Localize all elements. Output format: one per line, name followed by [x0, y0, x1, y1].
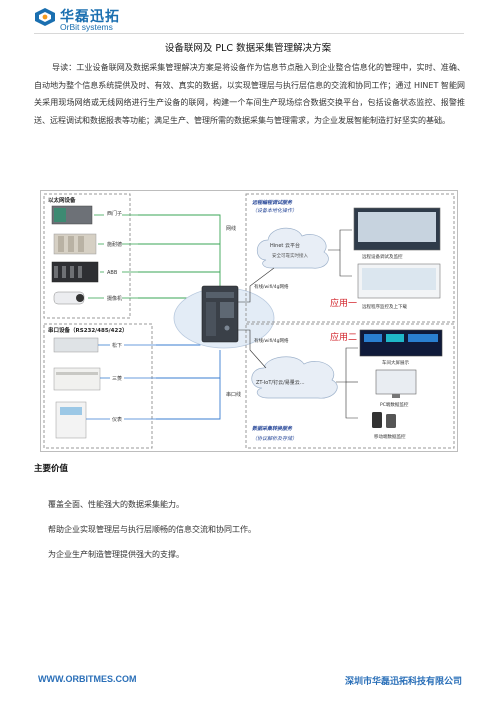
architecture-diagram: 以太网设备 西门子 施耐德 ABB 摄像机 串口设备（RS232/485/422… — [40, 190, 458, 452]
footer-company-name: 深圳市华磊迅拓科技有限公司 — [344, 677, 462, 687]
cloud1-subtitle: 安全可靠实时接入 — [272, 252, 308, 259]
bottom-network-label: 有线/wifi/4g网络 — [254, 337, 289, 344]
data-cloud-icon — [251, 356, 338, 399]
cloud2-name: ZT-IoT/钉云/易量云... — [256, 379, 305, 386]
intro-paragraph: 导读：工业设备联网及数据采集管理解决方案是将设备作为信息节点融入到企业整合信息化… — [34, 63, 465, 125]
device-label-siemens: 西门子 — [107, 210, 122, 217]
list-item: 覆盖全面、性能强大的数据采集能力。 — [48, 500, 184, 509]
device-label-schneider: 施耐德 — [107, 241, 122, 248]
workshop-screen — [359, 329, 443, 357]
header-divider — [34, 33, 464, 34]
mitsubishi-plc-image — [53, 367, 101, 391]
device-label-mitsubishi: 三菱 — [112, 375, 122, 382]
data-service-cluster: 应用二 有线/wifi/4g网络 数据云服务 ZT-IoT/钉云/易量云... … — [245, 323, 455, 449]
device-label-camera: 摄像机 — [107, 295, 122, 302]
serial-device-group: 串口设备（RS232/485/422） 松下 三菱 仪表 — [43, 323, 156, 449]
schneider-plc-image — [53, 233, 97, 255]
device-label-panasonic: 松下 — [112, 342, 122, 349]
pc-monitor-screen — [375, 369, 417, 395]
screen4-label: PC端数据监控 — [380, 401, 409, 408]
logo-icon — [35, 8, 55, 26]
ethernet-group-label: 以太网设备 — [48, 196, 76, 204]
screen2-label: 远程程序监控及上下载 — [362, 303, 407, 310]
device-label-meter: 仪表 — [112, 416, 122, 423]
application-two-label: 应用二 — [330, 331, 357, 343]
screen5-label: 移动端数据监控 — [374, 433, 406, 440]
cloud-platform-icon — [256, 227, 329, 269]
list-item: 为企业生产制造管理提供强大的支撑。 — [48, 550, 184, 559]
remote-service-subtitle: （设备本地化操作） — [252, 207, 297, 214]
list-item: 帮助企业实现管理层与执行层顺畅的信息交流和协同工作。 — [48, 525, 256, 534]
remote-service-cluster: 远程编程调试服务 （设备本地化操作） Hinet 云平台 安全可靠实时接入 远程… — [245, 193, 455, 323]
hinet-gateway — [173, 285, 275, 349]
mobile-device-image — [372, 412, 382, 428]
application-one-label: 应用一 — [330, 297, 357, 309]
company-logo: 华磊迅拓 OrBit systems — [34, 5, 154, 35]
section-heading: 主要价值 — [34, 464, 69, 474]
cloud1-name: Hinet 云平台 — [270, 242, 300, 249]
value-list: 覆盖全面、性能强大的数据采集能力。 帮助企业实现管理层与执行层顺畅的信息交流和协… — [48, 498, 256, 573]
remote-service-title: 远程编程调试服务 — [252, 199, 293, 206]
top-network-label: 有线/wifi/4g网络 — [254, 283, 289, 290]
ethernet-device-group: 以太网设备 西门子 施耐德 ABB 摄像机 — [43, 193, 138, 319]
panasonic-plc-image — [53, 337, 99, 353]
device-label-abb: ABB — [107, 270, 118, 276]
screen3-label: 车间大屏展示 — [382, 359, 409, 366]
screen1-label: 远程设备调试及监控 — [362, 253, 403, 260]
document-title: 设备联网及 PLC 数据采集管理解决方案 — [164, 43, 332, 54]
data-service-title: 数据采集转换服务 — [252, 425, 293, 432]
logo-english-name: OrBit systems — [60, 22, 113, 32]
logo-chinese-name: 华磊迅拓 — [60, 9, 120, 25]
serial-group-label: 串口设备（RS232/485/422） — [48, 326, 128, 334]
footer-website-link[interactable]: WWW.ORBITMES.COM — [38, 674, 137, 684]
data-service-subtitle: （协议解析及存储） — [252, 435, 297, 442]
serial-link-label: 串口线 — [226, 391, 241, 398]
abb-plc-image — [51, 261, 99, 283]
ethernet-link-label: 网线 — [226, 225, 236, 232]
